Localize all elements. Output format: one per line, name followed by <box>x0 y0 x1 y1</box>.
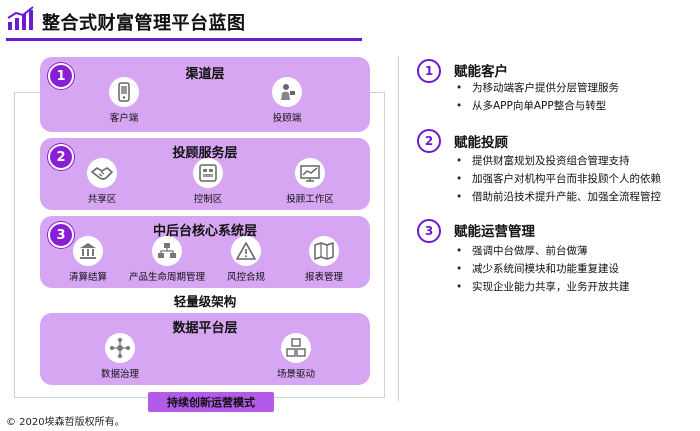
section-title: 赋能运营管理 <box>454 224 535 240</box>
item-label: 数据治理 <box>100 369 139 380</box>
frame-line-left <box>14 92 15 398</box>
frame-line-right-top <box>370 92 385 93</box>
bullet-item: 为移动端客户提供分层管理服务 <box>456 79 619 97</box>
bar-chart-icon <box>7 6 34 30</box>
lifecycle-icon <box>152 236 182 266</box>
item-lifecycle: 产品生命周期管理 <box>119 236 215 283</box>
layer-channel: 1 渠道层 客户端 投顾端 <box>40 57 370 132</box>
item-data-governance: 数据治理 <box>72 333 168 380</box>
cubes-icon <box>281 333 311 363</box>
workspace-chart-icon <box>295 158 325 188</box>
item-label: 共享区 <box>87 194 117 205</box>
bullet-item: 提供财富规划及投资组合管理支持 <box>456 152 661 170</box>
section-bullets: 为移动端客户提供分层管理服务 从多APP向单APP整合与转型 <box>456 79 619 115</box>
item-label: 投顾端 <box>272 113 302 124</box>
report-map-icon <box>309 236 339 266</box>
section-bullets: 强调中台做厚、前台做薄 减少系统间模块和功能重复建设 实现企业能力共享，业务开放… <box>456 242 630 296</box>
control-panel-icon <box>193 158 223 188</box>
frame-line-left-bottom <box>14 397 148 398</box>
section-badge: 1 <box>417 59 441 83</box>
section-bullets: 提供财富规划及投资组合管理支持 加强客户对机构平台而非投顾个人的依赖 借助前沿技… <box>456 152 661 206</box>
layer-title: 数据平台层 <box>172 321 238 336</box>
title-underline <box>6 38 362 41</box>
page-title: 整合式财富管理平台蓝图 <box>42 13 246 34</box>
item-label: 报表管理 <box>304 272 343 283</box>
item-label: 客户端 <box>109 113 139 124</box>
layer-title: 渠道层 <box>185 67 225 82</box>
section-badge: 2 <box>417 129 441 153</box>
frame-line-left-top <box>14 92 40 93</box>
column-divider <box>398 56 399 401</box>
layer-title: 投顾服务层 <box>172 146 238 161</box>
item-label: 场景驱动 <box>276 369 315 380</box>
section-badge: 3 <box>417 219 441 243</box>
item-label: 产品生命周期管理 <box>128 272 205 283</box>
item-report: 报表管理 <box>276 236 372 283</box>
warning-icon <box>231 236 261 266</box>
item-shared: 共享区 <box>54 158 150 205</box>
layer-advisory: 2 投顾服务层 共享区 控制区 投顾工作区 <box>40 138 370 210</box>
layer-badge: 2 <box>48 144 74 170</box>
item-scenario: 场景驱动 <box>248 333 344 380</box>
layer-core: 3 中后台核心系统层 清算结算 产品生命周期管理 风控合规 报表管理 <box>40 216 370 288</box>
item-label: 投顾工作区 <box>286 194 334 205</box>
bullet-item: 强调中台做厚、前台做薄 <box>456 242 630 260</box>
item-advisor: 投顾端 <box>239 77 335 124</box>
bullet-item: 借助前沿技术提升产能、加强全流程管控 <box>456 188 661 206</box>
layer-badge: 1 <box>48 63 74 89</box>
layer-badge: 3 <box>48 222 74 248</box>
item-label: 风控合规 <box>226 272 265 283</box>
ops-model-bar: 持续创新运营模式 <box>148 392 274 412</box>
item-label: 控制区 <box>193 194 223 205</box>
bullet-item: 从多APP向单APP整合与转型 <box>456 97 619 115</box>
mobile-phone-icon <box>109 77 139 107</box>
section-title: 赋能客户 <box>454 64 508 80</box>
layer-title: 中后台核心系统层 <box>152 224 257 239</box>
item-clearing: 清算结算 <box>40 236 136 283</box>
item-client: 客户端 <box>76 77 172 124</box>
copyright-text: © 2020埃森哲版权所有。 <box>6 417 125 428</box>
layer-data: 数据平台层 数据治理 场景驱动 <box>40 313 370 385</box>
bullet-item: 减少系统间模块和功能重复建设 <box>456 260 630 278</box>
bank-building-icon <box>73 236 103 266</box>
item-control: 控制区 <box>160 158 256 205</box>
network-nodes-icon <box>105 333 135 363</box>
bullet-item: 加强客户对机构平台而非投顾个人的依赖 <box>456 170 661 188</box>
bullet-item: 实现企业能力共享，业务开放共建 <box>456 278 630 296</box>
section-title: 赋能投顾 <box>454 135 508 151</box>
advisor-person-icon <box>272 77 302 107</box>
item-label: 清算结算 <box>68 272 107 283</box>
frame-line-right-bottom <box>274 397 385 398</box>
item-workspace: 投顾工作区 <box>262 158 358 205</box>
item-risk: 风控合规 <box>198 236 294 283</box>
frame-line-right <box>384 92 385 398</box>
handshake-icon <box>87 158 117 188</box>
light-architecture-label: 轻量级架构 <box>173 294 237 309</box>
